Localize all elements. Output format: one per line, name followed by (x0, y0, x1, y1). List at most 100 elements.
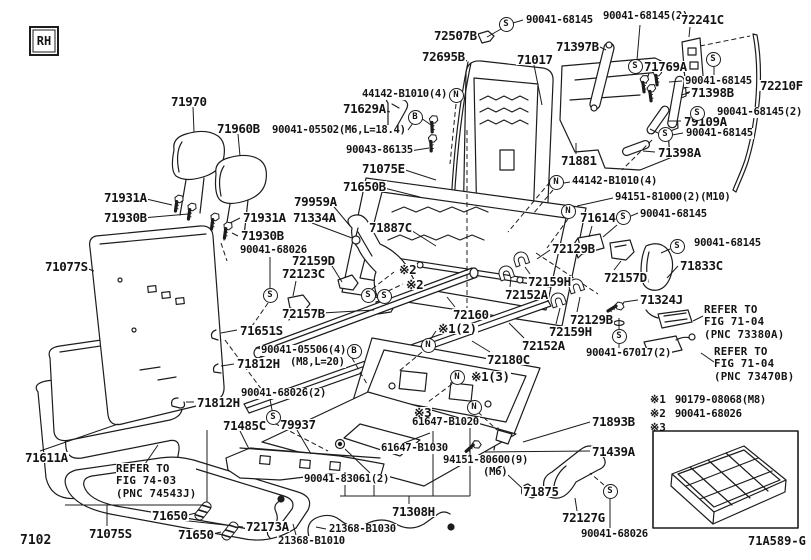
fastener-s-icon: S (265, 409, 281, 425)
part-callout-49-71629A[interactable]: 71629A (342, 101, 387, 116)
bracket-72157d[interactable] (609, 239, 635, 261)
part-callout-80-71439A[interactable]: 71439A (591, 444, 636, 459)
hook-71812h-a[interactable] (212, 363, 222, 374)
part-callout-37-72173A[interactable]: 72173A (245, 519, 290, 534)
part-callout-33-71611A[interactable]: 71611A (24, 450, 69, 465)
part-callout-64-94151810002M10[interactable]: 94151-81000(2)(M10) (614, 191, 732, 203)
part-callout-36-71650[interactable]: 71650 (177, 527, 215, 542)
part-callout-45-72241C[interactable]: 72241C (680, 12, 725, 27)
part-callout-44-90041681452[interactable]: 90041-68145(2) (602, 10, 690, 22)
part-callout-54-71769A[interactable]: 71769A (643, 59, 688, 74)
part-callout-61-71398A[interactable]: 71398A (657, 145, 702, 160)
hook-71812h-b[interactable] (171, 397, 186, 409)
part-callout-70-72157D[interactable]: 72157D (603, 270, 648, 285)
clip-72507b[interactable] (477, 30, 495, 44)
part-callout-39-21368B1030[interactable]: 21368-B1030 (328, 523, 397, 535)
part-callout-50-9004105502M6L184[interactable]: 90041-05502(M6,L=18.4) (271, 124, 407, 136)
fastener-s-icon: S (657, 126, 673, 142)
part-callout-82-72127G[interactable]: 72127G (561, 510, 606, 525)
part-callout-43-9004168145[interactable]: 90041-68145 (525, 14, 594, 26)
part-callout-52-71075E[interactable]: 71075E (361, 161, 406, 176)
part-callout-74-72159H[interactable]: 72159H (548, 324, 593, 339)
part-callout-55-9004168145[interactable]: 90041-68145 (684, 75, 753, 87)
part-callout-81-71875[interactable]: 71875 (522, 484, 560, 499)
refer-note-line: REFER TO (714, 345, 768, 358)
part-callout-72-72152A[interactable]: 72152A (504, 287, 549, 302)
part-callout-19-71812H[interactable]: 71812H (236, 356, 281, 371)
leader-lines (39, 19, 715, 536)
part-callout-60-9004168145[interactable]: 90041-68145 (685, 127, 754, 139)
part-callout-77-71324J[interactable]: 71324J (639, 292, 684, 307)
part-callout-69-71833C[interactable]: 71833C (679, 258, 724, 273)
part-callout-62-71881[interactable]: 71881 (560, 153, 598, 168)
part-callout-13-71651S[interactable]: 71651S (239, 323, 284, 338)
part-callout-0-71970[interactable]: 71970 (170, 94, 208, 109)
part-callout-57-72210F[interactable]: 72210F (759, 78, 804, 93)
side-indicator-label: RH (36, 34, 52, 48)
fastener-n-icon: N (449, 369, 465, 385)
part-callout-51-9004386135[interactable]: 90043-86135 (345, 144, 414, 156)
part-callout-32-90041830612[interactable]: 90041-83061(2) (303, 473, 391, 485)
fastener-s-icon: S (602, 483, 618, 499)
part-callout-35-71650[interactable]: 71650 (151, 508, 189, 523)
part-callout-46-71397B[interactable]: 71397B (555, 39, 600, 54)
part-callout-79-71893B[interactable]: 71893B (591, 414, 636, 429)
part-callout-53-71650B[interactable]: 71650B (342, 179, 387, 194)
part-callout-42-72695B[interactable]: 72695B (421, 49, 466, 64)
legend-part-number[interactable]: 90179-08068(M8) (674, 394, 767, 406)
part-callout-59-79109A[interactable]: 79109A (683, 114, 728, 129)
part-callout-41-72507B[interactable]: 72507B (433, 28, 478, 43)
part-callout-83-9004168026[interactable]: 90041-68026 (580, 528, 649, 540)
part-callout-30-71485C[interactable]: 71485C (222, 418, 267, 433)
part-callout-7-79959A[interactable]: 79959A (293, 194, 338, 209)
refer-note-line: REFER TO (116, 462, 170, 475)
part-callout-27-61647B1030[interactable]: 61647-B1030 (380, 442, 449, 454)
part-callout-20-90041680262[interactable]: 90041-68026(2) (240, 387, 328, 399)
part-callout-10-72159D[interactable]: 72159D (291, 253, 336, 268)
part-callout-48-44142B10104[interactable]: 44142-B1010(4) (361, 88, 449, 100)
hook-71334a[interactable] (351, 227, 361, 245)
part-callout-76-72180C[interactable]: 72180C (486, 352, 531, 367)
part-callout-11-72123C[interactable]: 72123C (281, 266, 326, 281)
part-callout-5-71930B[interactable]: 71930B (240, 228, 285, 243)
part-callout-75-72152A[interactable]: 72152A (521, 338, 566, 353)
part-callout-31-79937[interactable]: 79937 (279, 417, 317, 432)
part-callout-17-90041055064[interactable]: 90041-05506(4) (260, 344, 348, 356)
part-callout-6-71077S[interactable]: 71077S (44, 259, 89, 274)
part-callout-2-71931A[interactable]: 71931A (103, 190, 148, 205)
part-callout-66-9004168145[interactable]: 90041-68145 (639, 208, 708, 220)
clip-71651s[interactable] (210, 329, 219, 341)
part-callout-26-61647B1020[interactable]: 61647-B1020 (411, 416, 480, 428)
part-callout-78-90041670172[interactable]: 90041-67017(2) (585, 347, 673, 359)
part-callout-9-9004168026[interactable]: 90041-68026 (239, 244, 308, 256)
part-callout-40-71308H[interactable]: 71308H (391, 504, 436, 519)
blade-72210f[interactable] (732, 33, 762, 193)
part-callout-34-71075S[interactable]: 71075S (88, 526, 133, 541)
part-callout-4-71931A[interactable]: 71931A (242, 210, 287, 225)
legend-part-number[interactable]: 90041-68026 (674, 408, 742, 420)
part-callout-47-71017[interactable]: 71017 (516, 52, 554, 67)
part-callout-68-9004168145[interactable]: 90041-68145 (693, 237, 762, 249)
part-callout-38-21368B1010[interactable]: 21368-B1010 (277, 535, 346, 547)
part-callout-56-71398B[interactable]: 71398B (690, 85, 735, 100)
part-callout-21-71812H[interactable]: 71812H (196, 395, 241, 410)
part-callout-22-72160[interactable]: 72160 (452, 307, 490, 322)
part-callout-58-90041681452[interactable]: 90041-68145(2) (716, 106, 804, 118)
part-callout-67-72129B[interactable]: 72129B (551, 241, 596, 256)
headrest-71970[interactable] (171, 130, 225, 216)
bracket-72159d[interactable] (337, 274, 359, 291)
part-callout-28-94151806009[interactable]: 94151-80600(9) (442, 454, 530, 466)
part-callout-65-71614[interactable]: 71614 (579, 210, 617, 225)
part-callout-12-71887C[interactable]: 71887C (368, 220, 413, 235)
fastener-s-icon: S (689, 105, 705, 121)
part-callout-63-44142B10104[interactable]: 44142-B1010(4) (571, 175, 659, 187)
part-callout-3-71930B[interactable]: 71930B (103, 210, 148, 225)
part-callout-1-71960B[interactable]: 71960B (216, 121, 261, 136)
part-callout-71-72159H[interactable]: 72159H (527, 274, 572, 289)
part-callout-14-72157B[interactable]: 72157B (281, 306, 326, 321)
part-callout-8-71334A[interactable]: 71334A (292, 210, 337, 225)
headrest-71960b[interactable] (214, 154, 267, 241)
part-callout-73-72129B[interactable]: 72129B (569, 312, 614, 327)
